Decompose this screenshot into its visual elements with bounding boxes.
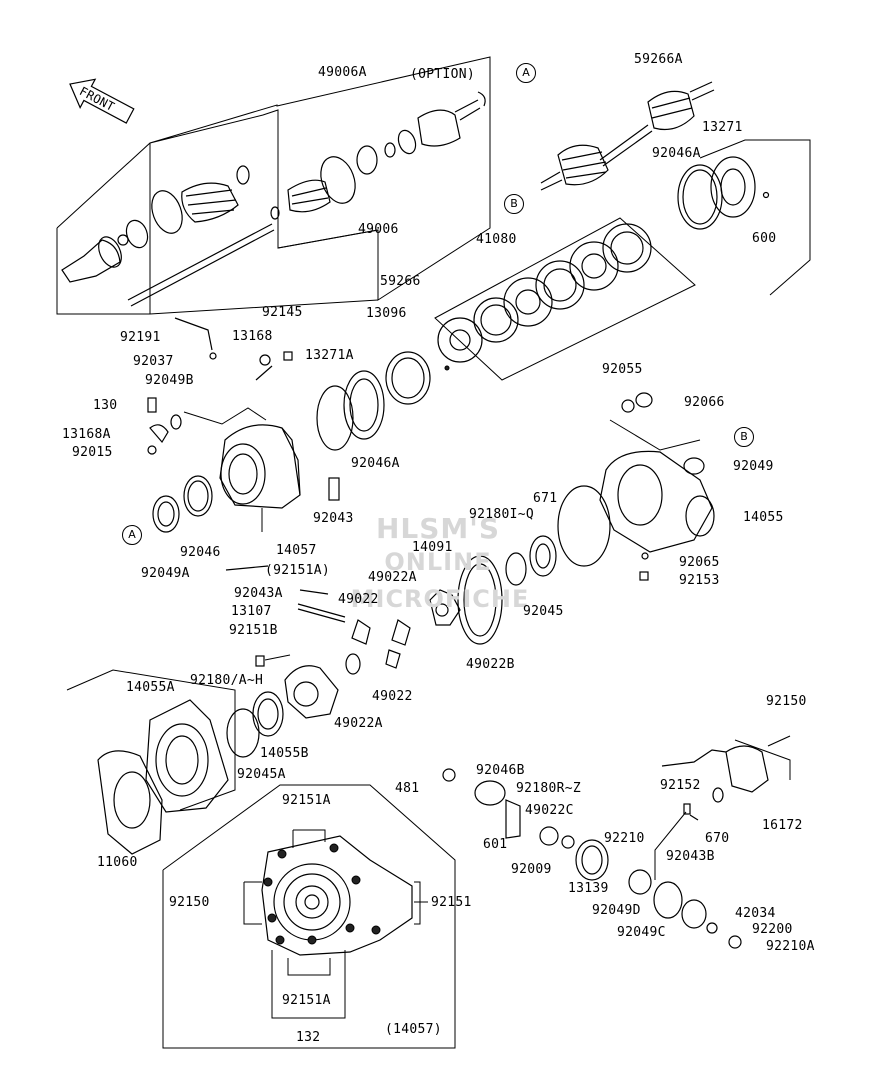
part-92045A[interactable]: 92045A [237, 767, 286, 782]
differential-gears [297, 535, 557, 675]
part-14057-box-note: (14057) [385, 1022, 442, 1037]
housing-14057 [147, 317, 431, 571]
part-92151A-mid[interactable]: (92151A) [265, 563, 331, 578]
part-13271A[interactable]: 13271A [305, 348, 354, 363]
part-49006A[interactable]: 49006A [318, 65, 367, 80]
pinion-and-sensor-parts [442, 735, 791, 949]
part-92043B[interactable]: 92043B [666, 849, 715, 864]
ref-a-left: A [122, 525, 142, 545]
ref-a-top: A [516, 63, 536, 83]
part-601[interactable]: 601 [483, 837, 508, 852]
part-13168[interactable]: 13168 [232, 329, 273, 344]
part-13168A[interactable]: 13168A [62, 427, 111, 442]
part-130[interactable]: 130 [93, 398, 118, 413]
part-92151B[interactable]: 92151B [229, 623, 278, 638]
part-92180A-H[interactable]: 92180/A~H [190, 673, 264, 688]
part-92150-left[interactable]: 92150 [169, 895, 210, 910]
ref-b-top: B [504, 194, 524, 214]
part-92152[interactable]: 92152 [660, 778, 701, 793]
part-92145[interactable]: 92145 [262, 305, 303, 320]
part-13271[interactable]: 13271 [702, 120, 743, 135]
part-49022A-bot[interactable]: 49022A [334, 716, 383, 731]
part-14091[interactable]: 14091 [412, 540, 453, 555]
part-92066[interactable]: 92066 [684, 395, 725, 410]
part-59266[interactable]: 59266 [380, 274, 421, 289]
part-92045[interactable]: 92045 [523, 604, 564, 619]
part-92049C[interactable]: 92049C [617, 925, 666, 940]
ref-b-right: B [734, 427, 754, 447]
part-92046[interactable]: 92046 [180, 545, 221, 560]
part-92151A-box[interactable]: 92151A [282, 793, 331, 808]
part-92037[interactable]: 92037 [133, 354, 174, 369]
axle-59266A [540, 81, 715, 191]
part-59266A[interactable]: 59266A [634, 52, 683, 67]
part-11060[interactable]: 11060 [97, 855, 138, 870]
lower-left-parts [226, 654, 339, 758]
part-92180R-Z[interactable]: 92180R~Z [516, 781, 582, 796]
housing-14055A [66, 669, 236, 855]
watermark-line-1: HLSM'S [375, 512, 501, 545]
part-92153[interactable]: 92153 [679, 573, 720, 588]
part-92049A[interactable]: 92049A [141, 566, 190, 581]
part-92065[interactable]: 92065 [679, 555, 720, 570]
part-92043[interactable]: 92043 [313, 511, 354, 526]
part-14055A[interactable]: 14055A [126, 680, 175, 695]
driveshaft-group-box [56, 56, 491, 315]
part-49022A-top[interactable]: 49022A [368, 570, 417, 585]
part-49022C[interactable]: 49022C [525, 803, 574, 818]
part-92049D[interactable]: 92049D [592, 903, 641, 918]
part-132[interactable]: 132 [296, 1030, 321, 1045]
part-41080[interactable]: 41080 [476, 232, 517, 247]
part-92191[interactable]: 92191 [120, 330, 161, 345]
part-92180I-Q[interactable]: 92180I~Q [469, 507, 535, 522]
part-92043A[interactable]: 92043A [234, 586, 283, 601]
watermark-line-2: ONLINE [384, 548, 492, 576]
part-92009[interactable]: 92009 [511, 862, 552, 877]
part-14055[interactable]: 14055 [743, 510, 784, 525]
part-92046A-top[interactable]: 92046A [652, 146, 701, 161]
clutch-pack-41080 [434, 217, 696, 381]
part-16172[interactable]: 16172 [762, 818, 803, 833]
bottom-housing-box [162, 784, 456, 1049]
part-49006[interactable]: 49006 [358, 222, 399, 237]
part-13096[interactable]: 13096 [366, 306, 407, 321]
part-49022-bot[interactable]: 49022 [372, 689, 413, 704]
part-671[interactable]: 671 [533, 491, 558, 506]
housing-14055 [557, 392, 715, 581]
part-481[interactable]: 481 [395, 781, 420, 796]
part-92049[interactable]: 92049 [733, 459, 774, 474]
part-92210[interactable]: 92210 [604, 831, 645, 846]
part-92015[interactable]: 92015 [72, 445, 113, 460]
front-arrow [69, 78, 135, 124]
watermark-line-3: MICROFICHE [350, 585, 530, 613]
part-92049B[interactable]: 92049B [145, 373, 194, 388]
part-92055[interactable]: 92055 [602, 362, 643, 377]
part-92150-right[interactable]: 92150 [766, 694, 807, 709]
part-92046A-mid[interactable]: 92046A [351, 456, 400, 471]
part-92210A[interactable]: 92210A [766, 939, 815, 954]
part-14057[interactable]: 14057 [276, 543, 317, 558]
part-600[interactable]: 600 [752, 231, 777, 246]
part-92046B[interactable]: 92046B [476, 763, 525, 778]
part-49022-top[interactable]: 49022 [338, 592, 379, 607]
driveshaft-parts [61, 91, 486, 307]
part-670[interactable]: 670 [705, 831, 730, 846]
parts-92046A-13271-600 [677, 139, 811, 296]
part-13139[interactable]: 13139 [568, 881, 609, 896]
part-14055B[interactable]: 14055B [260, 746, 309, 761]
part-92200[interactable]: 92200 [752, 922, 793, 937]
part-49022B[interactable]: 49022B [466, 657, 515, 672]
part-13107[interactable]: 13107 [231, 604, 272, 619]
part-92151A-bottom[interactable]: 92151A [282, 993, 331, 1008]
part-92151[interactable]: 92151 [431, 895, 472, 910]
option-note: (OPTION) [410, 67, 476, 82]
part-42034[interactable]: 42034 [735, 906, 776, 921]
